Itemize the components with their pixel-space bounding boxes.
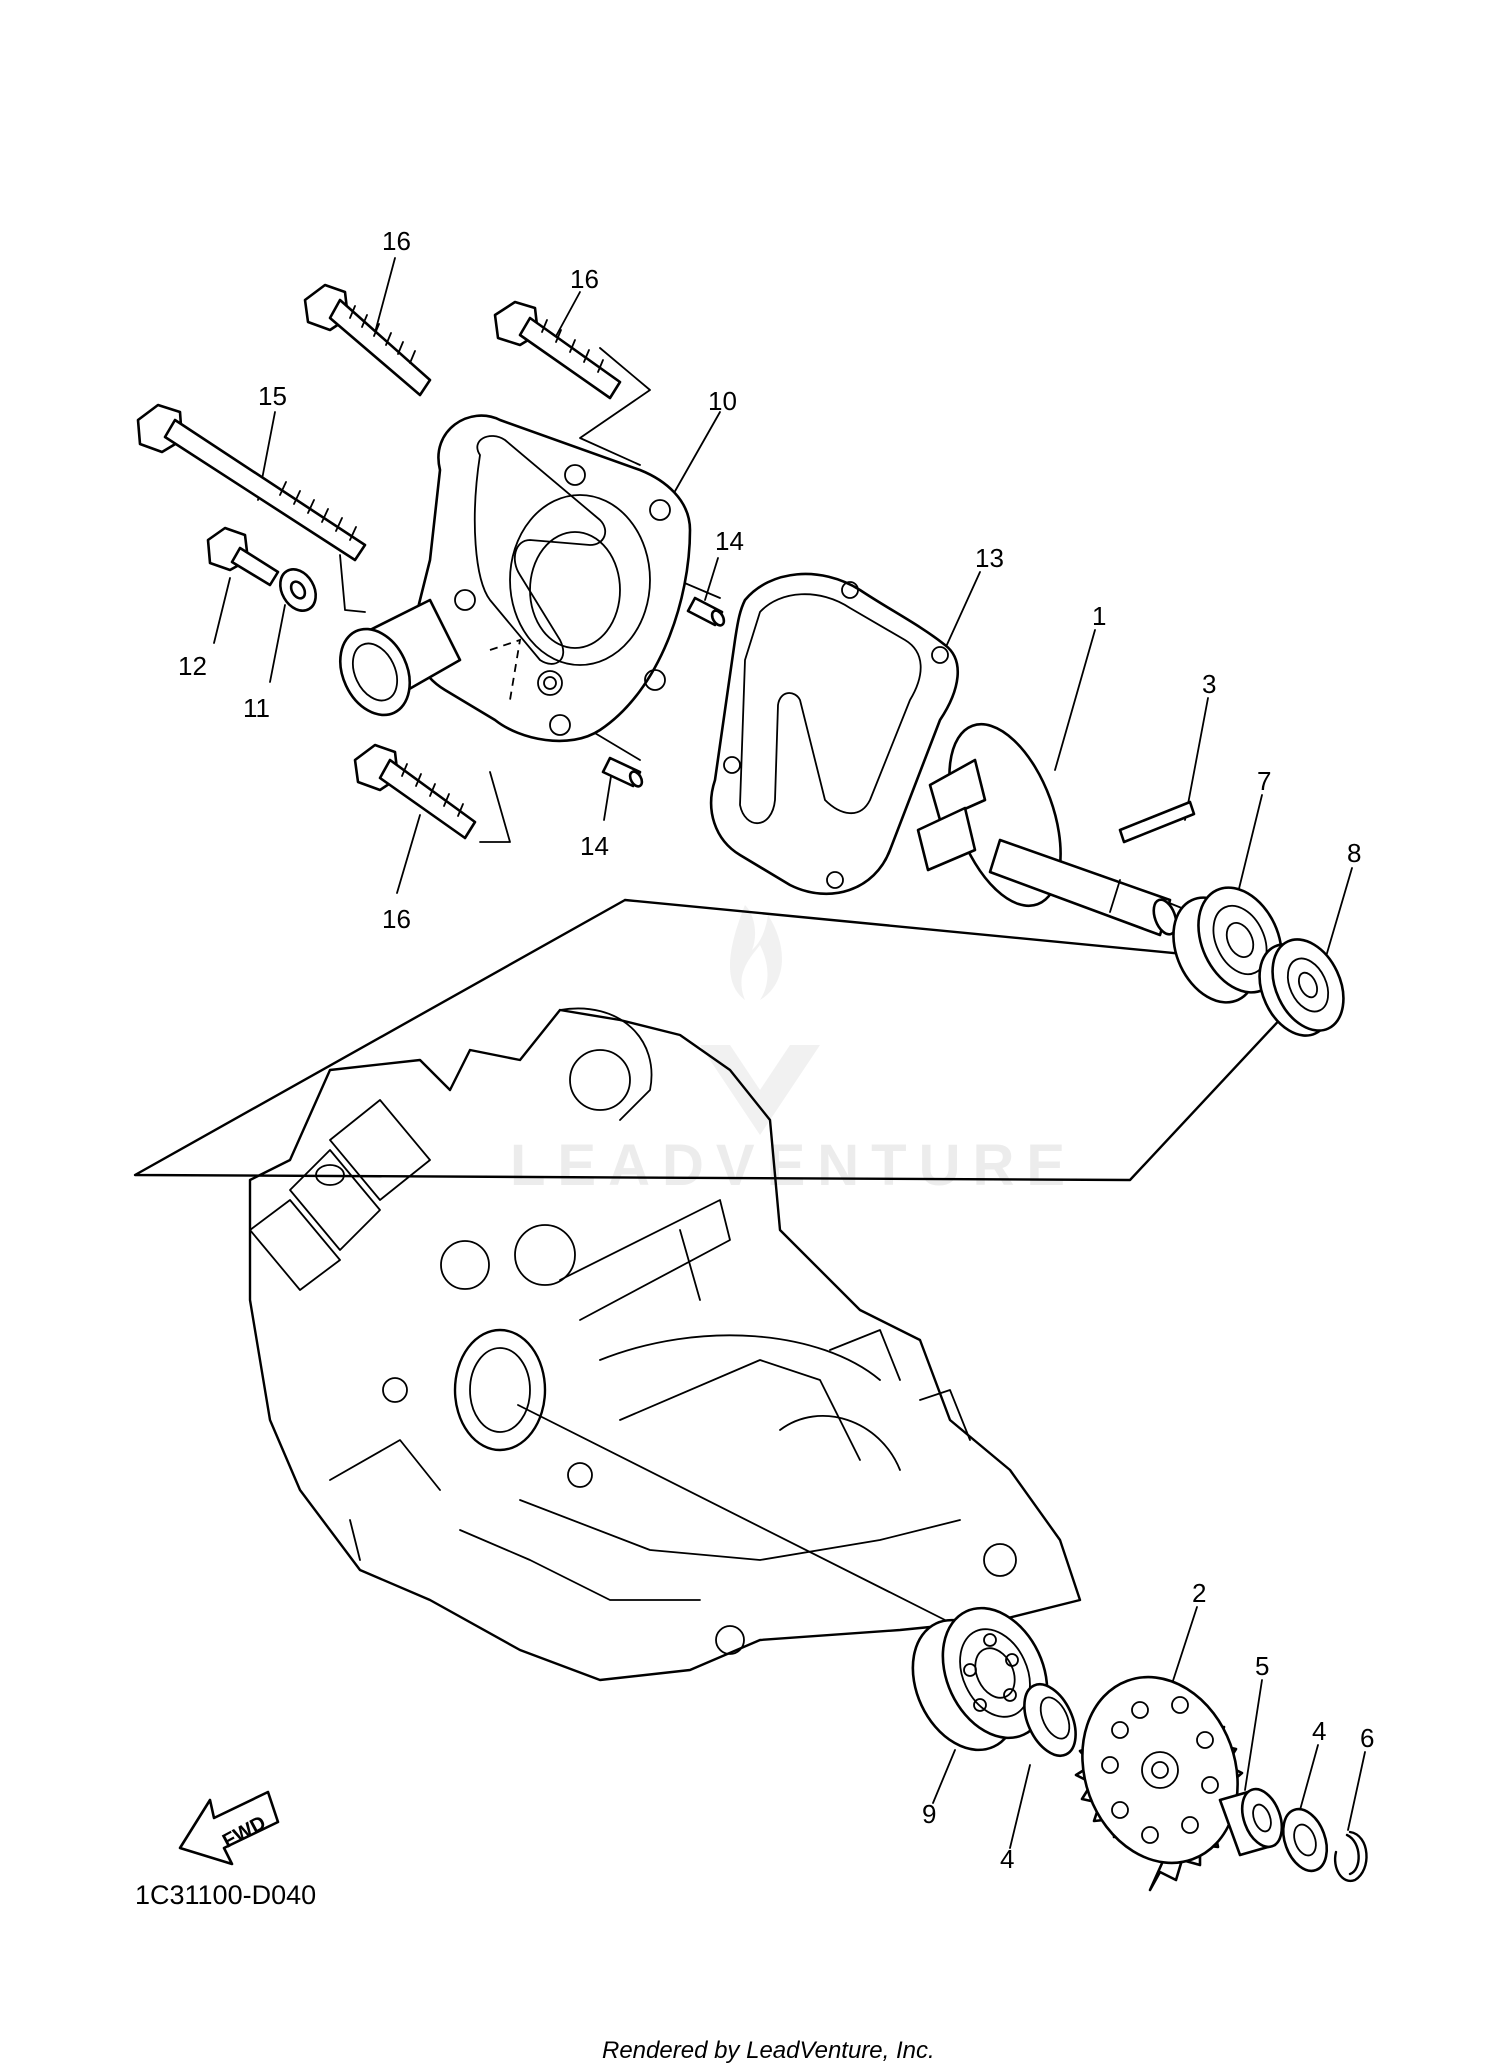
seal-8 [1258,938,1345,1037]
callouts: 16 16 15 10 14 13 1 3 7 8 12 11 14 16 2 … [178,226,1374,1874]
callout-11: 11 [243,693,270,723]
collar-5 [1218,1787,1284,1857]
callout-9: 9 [922,1799,936,1829]
impeller-1 [916,722,1178,937]
bolt-16-upper-left [303,283,432,397]
callout-7: 7 [1257,766,1271,796]
circlip-6 [1333,1830,1368,1883]
bearing-9 [911,1606,1049,1752]
bolt-16-upper-right [493,300,622,400]
callout-16-upper-left: 16 [382,226,411,256]
callout-5: 5 [1255,1651,1269,1681]
washer-11 [279,568,317,612]
bolt-12 [206,526,280,587]
watermark-brand: LEADVENTURE [510,1133,1077,1198]
callout-16-upper-right: 16 [570,264,599,294]
gasket-13 [709,572,959,896]
washer-4-right [1281,1807,1329,1873]
leadventure-logo-icon [700,905,820,1135]
bolt-15 [136,403,367,562]
callout-8: 8 [1347,838,1361,868]
callout-12: 12 [178,651,207,681]
callout-14-lower: 14 [580,831,609,861]
dowel-pin-14-upper [686,596,726,627]
leader-lines [213,257,1366,1849]
washer-4-left [1023,1683,1077,1757]
dowel-pin-14-lower [601,756,644,788]
gear-2 [1074,1675,1244,1892]
callout-15: 15 [258,381,287,411]
callout-6: 6 [1360,1723,1374,1753]
callout-10: 10 [708,386,737,416]
callout-13: 13 [975,543,1004,573]
callout-16-lower: 16 [382,904,411,934]
callout-4-left: 4 [1000,1844,1014,1874]
callout-1: 1 [1092,601,1106,631]
footer-credit: Rendered by LeadVenture, Inc. [602,2037,935,2064]
watermark: LEADVENTURE [510,905,1077,1198]
diagram-code: 1C31100-D040 [135,1880,316,1910]
callout-2: 2 [1192,1578,1206,1608]
fwd-arrow-icon: FWD [178,1790,280,1866]
pin-3 [1118,800,1196,844]
callout-4-right: 4 [1312,1716,1326,1746]
callout-3: 3 [1202,669,1216,699]
bolt-16-lower [353,743,477,840]
pump-housing-10 [339,414,692,743]
crankcase [248,1007,1082,1682]
callout-14-upper: 14 [715,526,744,556]
